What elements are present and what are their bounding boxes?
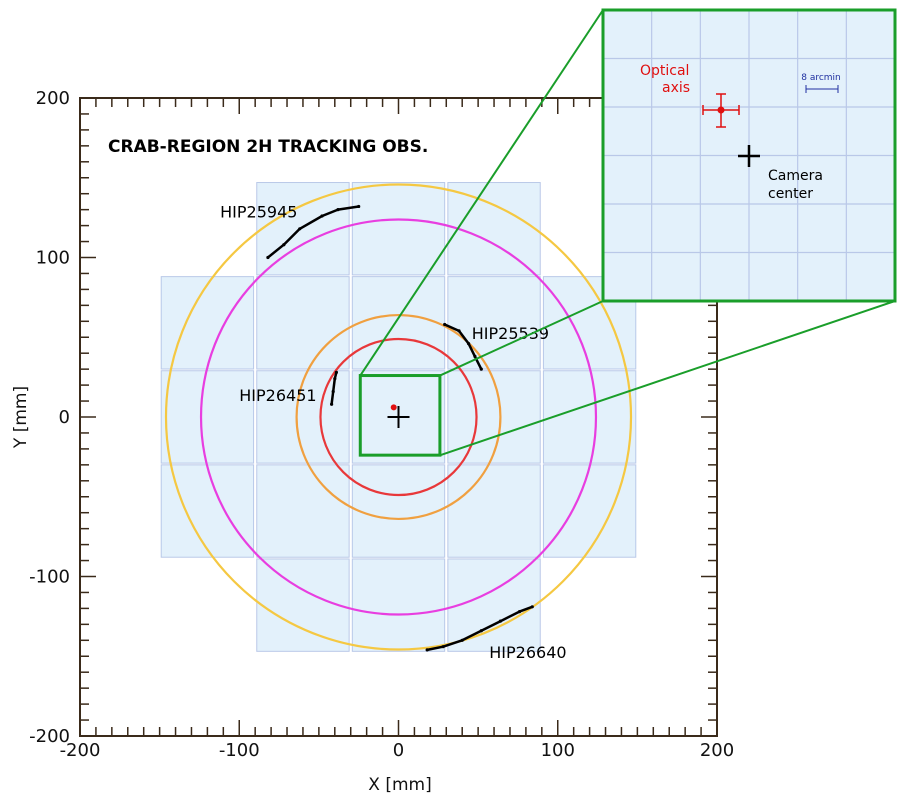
inset-frame (601, 8, 897, 303)
x-tick-label: -100 (219, 740, 260, 761)
camera-tile (447, 558, 541, 652)
star-track-point (333, 377, 337, 381)
camera-tile (542, 370, 637, 464)
camera-tile (447, 182, 541, 276)
camera-tile (351, 464, 446, 558)
camera-tile (351, 182, 446, 276)
zoom-connector (439, 300, 604, 377)
camera-tile (256, 182, 350, 276)
camera-tile (351, 558, 446, 652)
star-track-point (530, 605, 534, 609)
camera-tile (542, 464, 637, 558)
optical-axis-label: Optical (640, 63, 689, 79)
star-track-point (473, 354, 477, 358)
camera-tile (256, 464, 350, 558)
scale-bar (805, 85, 839, 93)
star-track-point (441, 645, 445, 649)
zoom-connector (359, 9, 604, 377)
fov-circles (164, 183, 633, 651)
camera-tile (351, 276, 446, 370)
zoom-connectors (359, 9, 896, 457)
y-tick-label: 100 (36, 248, 70, 269)
zoom-inset: Optical axis Camera center 8 arcmin (601, 8, 897, 303)
x-tick-label: 0 (393, 740, 404, 761)
star-track-point (330, 402, 334, 406)
fov-circle (164, 183, 633, 651)
camera-tile (160, 276, 255, 370)
center-markers (387, 404, 410, 428)
camera-center-label: Camera (768, 168, 823, 184)
star-track (267, 205, 359, 259)
zoom-connector (439, 300, 896, 457)
y-tick-label: -100 (29, 567, 70, 588)
camera-center-marker (738, 145, 760, 167)
y-tick-label: 200 (36, 88, 70, 109)
chart-title: CRAB-REGION 2H TRACKING OBS. (108, 137, 428, 157)
star-track-point (425, 648, 429, 652)
star-track-point (479, 629, 483, 633)
camera-tile (256, 276, 350, 370)
star-track-point (466, 342, 471, 346)
star-track-point (334, 370, 338, 374)
star-track-point (479, 367, 483, 371)
star-track-point (320, 214, 324, 218)
inset-grid (603, 10, 895, 301)
star-label: HIP26640 (489, 643, 566, 662)
axis-ticks: -200 -100 0 100 200 -200 -100 0 100 200 (29, 88, 734, 761)
optical-axis-label-2: axis (662, 80, 690, 96)
star-label: HIP25945 (220, 203, 297, 222)
scale-bar-label: 8 arcmin (801, 73, 841, 83)
star-track-point (282, 243, 286, 247)
x-tick-label: 100 (541, 740, 575, 761)
star-label: HIP25539 (472, 324, 549, 343)
fov-circle (319, 337, 478, 497)
camera-tile (160, 370, 255, 464)
camera-tile (447, 276, 541, 370)
fov-circle (199, 218, 598, 616)
camera-tile (447, 464, 541, 558)
y-tick-label: -200 (29, 726, 70, 747)
star-track-point (336, 208, 340, 212)
zoom-box (358, 374, 442, 457)
star-track-point (460, 638, 464, 642)
x-axis-title: X [mm] (368, 775, 431, 795)
star-track-point (457, 329, 461, 333)
y-axis-title: Y [mm] (11, 386, 31, 449)
x-tick-label: 200 (700, 740, 734, 761)
camera-center-label-2: center (768, 186, 813, 202)
optical-axis-marker (702, 93, 740, 128)
x-tick-label: -200 (60, 740, 101, 761)
star-track-point (298, 227, 302, 231)
star-track-point (498, 619, 503, 623)
star-track-point (266, 255, 270, 260)
fov-circle (295, 313, 502, 521)
star-tracks (266, 204, 534, 652)
star-track-point (443, 322, 447, 327)
star-track-point (517, 609, 522, 614)
star-track (330, 371, 338, 405)
camera-tile (256, 558, 350, 652)
star-label: HIP26451 (239, 386, 316, 405)
y-tick-label: 0 (59, 407, 70, 428)
star-track-point (357, 204, 361, 209)
camera-tiles (160, 182, 637, 652)
star-track-point (331, 389, 335, 394)
optical-axis-point (390, 404, 397, 411)
